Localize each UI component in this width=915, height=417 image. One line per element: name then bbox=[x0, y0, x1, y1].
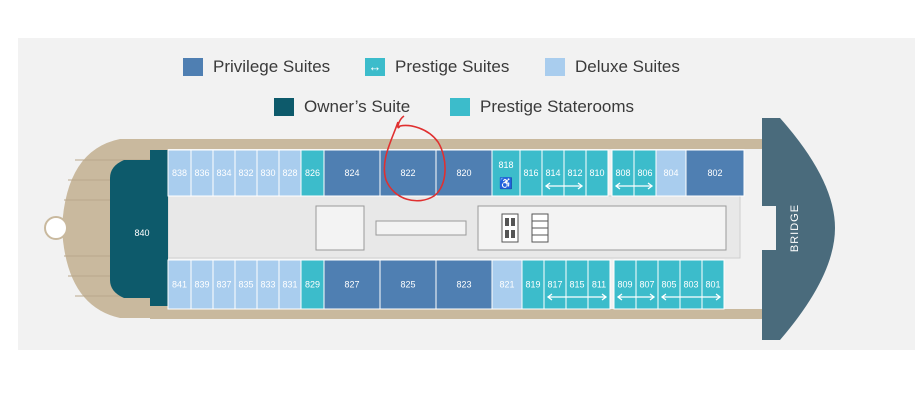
legend-deluxe-suites: Deluxe Suites bbox=[545, 57, 680, 77]
cabin-label-802: 802 bbox=[707, 168, 722, 178]
lift-area bbox=[477, 205, 727, 251]
prestige-stateroom-swatch-icon bbox=[450, 98, 470, 116]
cabin-label-829: 829 bbox=[305, 280, 320, 290]
bridge-gap bbox=[742, 206, 776, 250]
cabin-label-823: 823 bbox=[456, 280, 471, 290]
cabin-810 bbox=[585, 149, 609, 197]
cabin-label-839: 839 bbox=[194, 280, 209, 290]
cabin-label-822: 822 bbox=[400, 168, 415, 178]
deluxe-swatch-icon bbox=[545, 58, 565, 76]
cabin-840 bbox=[110, 150, 168, 306]
cabin-label-805: 805 bbox=[661, 280, 676, 290]
cabin-label-801: 801 bbox=[705, 280, 720, 290]
cabin-label-804: 804 bbox=[663, 168, 678, 178]
legend-owners-suite: Owner’s Suite bbox=[274, 97, 410, 117]
cabin-label-837: 837 bbox=[216, 280, 231, 290]
cabin-label-812: 812 bbox=[567, 168, 582, 178]
cabin-802 bbox=[685, 149, 745, 197]
cabin-label-803: 803 bbox=[683, 280, 698, 290]
connecting-arrow-icon bbox=[614, 182, 654, 190]
cabin-label-819: 819 bbox=[525, 280, 540, 290]
cabin-label-831: 831 bbox=[282, 280, 297, 290]
cabin-label-817: 817 bbox=[547, 280, 562, 290]
legend-privilege-suites: Privilege Suites bbox=[183, 57, 330, 77]
cabin-label-828: 828 bbox=[282, 168, 297, 178]
cabin-label-808: 808 bbox=[615, 168, 630, 178]
legend-label: Deluxe Suites bbox=[575, 57, 680, 76]
cabin-label-820: 820 bbox=[456, 168, 471, 178]
hull-bottom-strip bbox=[150, 309, 762, 319]
cabin-label-825: 825 bbox=[400, 280, 415, 290]
connecting-arrow-icon bbox=[546, 293, 608, 301]
legend-label: Owner’s Suite bbox=[304, 97, 411, 116]
cabin-818 bbox=[491, 149, 521, 197]
cabin-label-841: 841 bbox=[172, 280, 187, 290]
cabin-label-809: 809 bbox=[617, 280, 632, 290]
service-strip bbox=[375, 220, 467, 236]
cabin-label-834: 834 bbox=[216, 168, 231, 178]
cabin-label-833: 833 bbox=[260, 280, 275, 290]
bridge-hull bbox=[762, 118, 835, 340]
legend-label: Prestige Staterooms bbox=[480, 97, 635, 116]
connecting-arrow-icon bbox=[660, 293, 722, 301]
cabin-label-824: 824 bbox=[344, 168, 359, 178]
cabin-label-832: 832 bbox=[238, 168, 253, 178]
stern-bollard bbox=[44, 216, 68, 240]
elevator-icon bbox=[501, 213, 519, 243]
cabin-label-827: 827 bbox=[344, 280, 359, 290]
cabin-827 bbox=[323, 259, 381, 310]
cabin-label-830: 830 bbox=[260, 168, 275, 178]
stairwell-left bbox=[315, 205, 365, 251]
cabin-label-807: 807 bbox=[639, 280, 654, 290]
cabin-823 bbox=[435, 259, 493, 310]
cabin-label-810: 810 bbox=[589, 168, 604, 178]
cabin-label-836: 836 bbox=[194, 168, 209, 178]
legend-label: Privilege Suites bbox=[213, 57, 331, 76]
owner-swatch-icon bbox=[274, 98, 294, 116]
legend-prestige-suites: ↔ Prestige Suites bbox=[365, 57, 509, 77]
cabin-label-811: 811 bbox=[592, 280, 606, 290]
cabin-label-815: 815 bbox=[569, 280, 584, 290]
cabin-label-840: 840 bbox=[134, 228, 149, 238]
cabin-label-835: 835 bbox=[238, 280, 253, 290]
accessible-icon: ♿ bbox=[499, 177, 513, 190]
hull-top-strip bbox=[150, 139, 762, 149]
cabin-label-826: 826 bbox=[305, 168, 320, 178]
cabin-label-818: 818 bbox=[498, 160, 513, 170]
privilege-swatch-icon bbox=[183, 58, 203, 76]
hand-drawn-circle-icon bbox=[383, 115, 446, 202]
cabin-label-814: 814 bbox=[545, 168, 560, 178]
connecting-arrow-icon bbox=[544, 182, 584, 190]
legend-prestige-staterooms: Prestige Staterooms bbox=[450, 97, 634, 117]
stairs-icon bbox=[531, 213, 549, 243]
cabin-804 bbox=[655, 149, 687, 197]
cabin-label-816: 816 bbox=[523, 168, 538, 178]
cabin-822 bbox=[379, 149, 437, 197]
cabin-label-838: 838 bbox=[172, 168, 187, 178]
legend-label: Prestige Suites bbox=[395, 57, 510, 76]
bridge-label: BRIDGE bbox=[789, 204, 801, 252]
cabin-label-821: 821 bbox=[499, 280, 514, 290]
cabin-label-806: 806 bbox=[637, 168, 652, 178]
cabin-824 bbox=[323, 149, 381, 197]
prestige-connecting-swatch-icon: ↔ bbox=[365, 58, 385, 76]
connecting-arrow-icon bbox=[616, 293, 656, 301]
